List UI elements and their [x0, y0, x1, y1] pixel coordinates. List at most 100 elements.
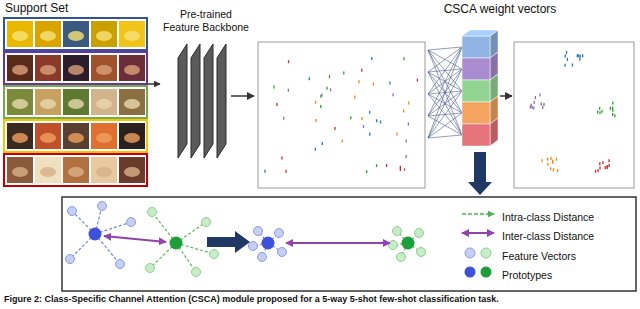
image-detail	[40, 31, 56, 41]
feature-point	[373, 83, 374, 86]
support-image	[119, 55, 145, 81]
feature-point	[315, 101, 316, 104]
support-image	[7, 55, 33, 81]
feature-point	[343, 72, 344, 75]
feature-point	[599, 162, 600, 165]
feature-point	[309, 77, 310, 80]
feature-point	[369, 133, 370, 136]
feature-point	[553, 168, 554, 171]
feature-point	[322, 142, 323, 145]
attention-line	[428, 47, 462, 94]
attention-line	[428, 135, 462, 138]
feature-point	[552, 161, 553, 164]
legend-sample	[481, 248, 491, 258]
support-image	[7, 21, 33, 47]
legend-label: Intra-class Distance	[502, 211, 594, 223]
feature-point	[580, 55, 581, 58]
image-detail	[12, 133, 28, 143]
legend-label: Inter-class Distance	[502, 230, 594, 242]
feature-point	[283, 117, 284, 120]
feature-point	[564, 64, 565, 67]
feature-point	[547, 163, 548, 166]
feature-point	[380, 121, 381, 124]
image-detail	[68, 167, 84, 177]
feature-point	[607, 165, 608, 168]
feature-point	[582, 54, 583, 57]
feature-point	[566, 51, 567, 54]
feature-point	[386, 164, 387, 167]
support-image	[119, 123, 145, 149]
feature-vector	[393, 227, 402, 236]
attention-lines	[428, 47, 462, 138]
feature-point	[535, 96, 536, 99]
feature-point	[371, 57, 372, 60]
flow-connector	[148, 83, 160, 85]
feature-point	[342, 140, 343, 143]
labelled-figure: Support Set	[2, 1, 148, 188]
feature-point	[315, 119, 316, 122]
support-image	[7, 89, 33, 115]
feature-point	[577, 54, 578, 57]
feature-point	[276, 103, 277, 106]
feature-point	[358, 80, 359, 83]
figure-heading: Pre-trained Feature Backbone	[162, 8, 250, 33]
feature-points	[530, 51, 614, 173]
feature-point	[417, 79, 418, 82]
feature-point	[597, 111, 598, 114]
feature-vector	[127, 218, 136, 227]
feature-point	[404, 168, 405, 171]
feature-point	[601, 110, 602, 113]
figure-heading: Support Set	[5, 1, 145, 15]
support-image	[63, 89, 89, 115]
feature-point	[610, 107, 611, 110]
feature-point	[408, 102, 409, 105]
feature-point	[556, 158, 557, 161]
feature-point	[334, 127, 335, 130]
feature-point	[329, 75, 330, 78]
feature-point	[605, 166, 606, 169]
feature-vector	[417, 248, 426, 257]
scatter-plot	[258, 42, 425, 188]
labelled-figure: CSCA weight vectors	[430, 2, 570, 26]
image-detail	[68, 133, 84, 143]
feature-point	[547, 158, 548, 161]
feature-vector	[254, 227, 263, 236]
prototype	[262, 237, 275, 250]
feature-point	[542, 106, 543, 109]
cube-front	[462, 58, 490, 80]
legend-sample	[481, 267, 492, 278]
feature-vector	[210, 250, 219, 259]
image-detail	[40, 99, 56, 109]
feature-point	[369, 111, 370, 114]
feature-vector	[397, 253, 406, 262]
image-detail	[96, 133, 112, 143]
class-frame	[4, 120, 147, 152]
feature-vector	[192, 268, 201, 277]
backbone-layer	[191, 44, 200, 158]
labelled-figure: Pre-trained Feature Backbone	[160, 8, 252, 160]
image-detail	[124, 65, 140, 75]
feature-point	[400, 168, 401, 171]
image-detail	[96, 31, 112, 41]
image-detail	[124, 31, 140, 41]
cube-front	[462, 80, 490, 102]
attention-line	[428, 91, 462, 138]
feature-vector	[275, 229, 284, 238]
support-image	[119, 89, 145, 115]
cube-top	[462, 30, 498, 36]
feature-point	[330, 88, 331, 91]
figure-caption: Figure 2: Class-Specific Channel Attenti…	[4, 293, 499, 305]
cube-side	[490, 118, 498, 146]
feature-point	[530, 104, 531, 107]
legend-sample	[462, 213, 494, 215]
feature-vector	[66, 255, 75, 264]
support-image	[91, 55, 117, 81]
image-detail	[124, 99, 140, 109]
flow-arrow	[231, 95, 254, 97]
legend-entry: Inter-class Distance	[502, 226, 594, 244]
feature-point	[602, 161, 603, 164]
feature-point	[539, 93, 540, 96]
feature-vector	[389, 241, 398, 250]
class-frame	[4, 154, 147, 186]
feature-point	[315, 148, 316, 151]
